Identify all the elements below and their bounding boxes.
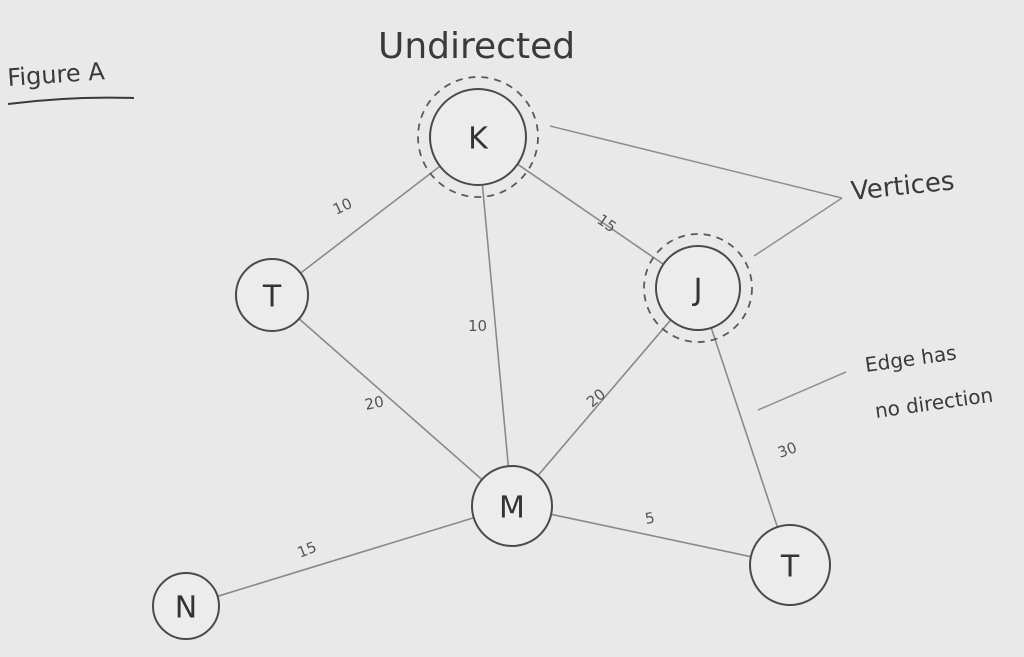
vertex-m: M (471, 465, 553, 547)
vertex-highlight-ring (417, 76, 539, 198)
vertex-label: T (780, 550, 800, 585)
vertex-label: M (499, 491, 525, 526)
figure-label-underline (7, 96, 135, 105)
diagram-title: Undirected (378, 26, 575, 67)
vertex-highlight-ring (643, 233, 753, 343)
edge-weight-t1-m: 20 (363, 392, 385, 414)
edge-j-t2 (710, 327, 779, 528)
vertex-label: N (175, 591, 197, 626)
vertices: K T J M N T (152, 76, 831, 640)
vertex-n: N (152, 572, 220, 640)
edge-k-t1 (299, 165, 441, 274)
vertex-circle (471, 465, 553, 547)
vertex-circle (152, 572, 220, 640)
edge-t1-m (298, 317, 483, 481)
edge-weight-j-t2: 30 (775, 438, 799, 461)
edge-weight-k-m: 10 (468, 317, 487, 335)
vertex-k: K (417, 76, 539, 198)
edge-weight-j-m: 20 (583, 385, 609, 411)
vertex-label: T (262, 280, 282, 315)
annotation-leaders (549, 125, 847, 411)
edge-k-j (516, 163, 665, 266)
edge-k-m (481, 183, 510, 467)
vertex-j: J (643, 233, 753, 343)
edge-m-t2 (550, 513, 752, 558)
leader-vertices-j (753, 197, 843, 257)
vertex-label: J (692, 273, 703, 308)
vertex-circle (235, 258, 309, 332)
figure-label: Figure A (6, 57, 106, 92)
vertex-circle (655, 245, 741, 331)
edge-j-m (537, 319, 672, 477)
edge-annotation-line2: no direction (873, 383, 994, 423)
leader-vertices-k (549, 125, 843, 199)
edge-n-m (216, 516, 475, 598)
edge-weight-n-m: 15 (295, 538, 319, 562)
vertex-t1: T (235, 258, 309, 332)
edge-weight-k-t1: 10 (330, 194, 355, 218)
vertices-annotation: Vertices (850, 166, 956, 207)
vertex-circle (749, 524, 831, 606)
vertex-t2: T (749, 524, 831, 606)
edge-weight-m-t2: 5 (644, 509, 657, 528)
leader-edge (757, 371, 847, 411)
vertex-circle (429, 88, 527, 186)
vertex-label: K (468, 122, 489, 157)
edge-annotation-line1: Edge has (863, 340, 957, 377)
